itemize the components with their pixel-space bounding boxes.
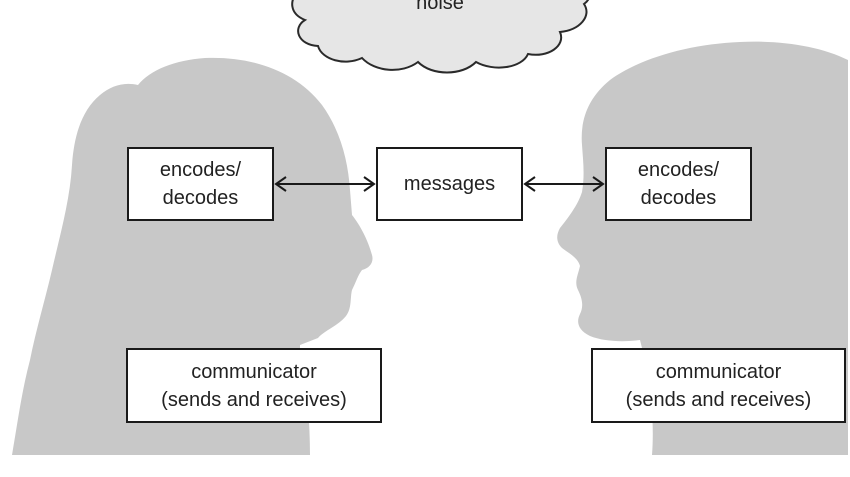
right-encode-decode-box: encodes/ decodes (605, 147, 752, 221)
left-encode-decode-label: encodes/ decodes (159, 159, 242, 209)
noise-cloud (291, 0, 590, 74)
left-arrowhead-right (363, 176, 376, 192)
noise-label: noise (416, 0, 464, 14)
right-communicator-label: communicator (sends and receives) (625, 360, 812, 411)
right-arrowhead-left (523, 176, 536, 192)
left-communicator-label: communicator (sends and receives) (161, 360, 347, 411)
messages-label: messages (403, 173, 496, 195)
left-arrowhead-left (274, 176, 287, 192)
right-arrowhead-right (592, 176, 605, 192)
right-encode-decode-label: encodes/ decodes (637, 159, 720, 209)
messages-box: messages (376, 147, 523, 221)
right-communicator-box: communicator (sends and receives) (591, 348, 846, 423)
left-encode-decode-box: encodes/ decodes (127, 147, 274, 221)
left-communicator-box: communicator (sends and receives) (126, 348, 382, 423)
